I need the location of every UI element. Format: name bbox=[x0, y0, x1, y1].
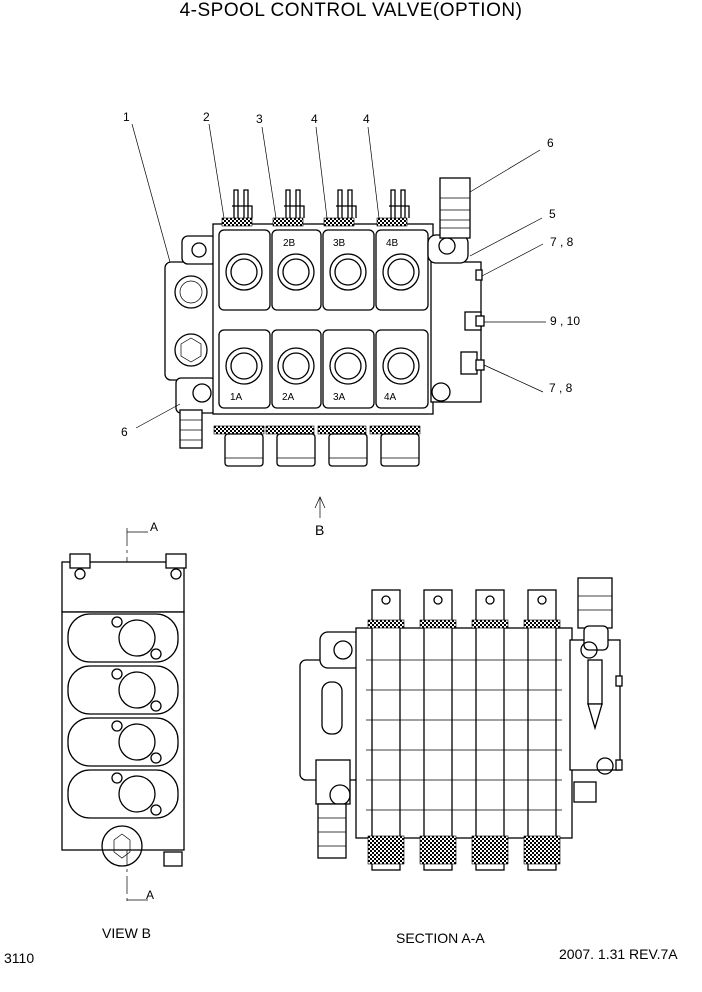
callout-9-10: 9 , 10 bbox=[550, 314, 581, 328]
callout-7-8-top: 7 , 8 bbox=[550, 235, 574, 249]
view-b-caption: VIEW B bbox=[102, 925, 152, 941]
view-b-drawing bbox=[61, 528, 187, 905]
callout-6-top: 6 bbox=[547, 136, 554, 150]
callout-2: 2 bbox=[203, 110, 210, 124]
port-label-1a: 1A bbox=[230, 392, 243, 403]
section-spools bbox=[367, 589, 561, 871]
spool-section-1 bbox=[218, 229, 271, 409]
port-label-4a: 4A bbox=[384, 392, 397, 403]
spool-section-3 bbox=[322, 229, 375, 409]
spool-section-2 bbox=[271, 229, 322, 409]
drawing-title: 4-SPOOL CONTROL VALVE(OPTION) bbox=[179, 0, 523, 21]
callout-4-left: 4 bbox=[311, 112, 318, 126]
port-label-3a: 3A bbox=[333, 392, 346, 403]
page-code: 3110 bbox=[4, 950, 35, 966]
port-label-3b: 3B bbox=[333, 238, 346, 249]
section-mark-top: A bbox=[150, 520, 159, 534]
leader-lines bbox=[131, 123, 546, 429]
callout-4-right: 4 bbox=[363, 112, 370, 126]
section-mark-bottom: A bbox=[146, 888, 155, 902]
revision-date: 2007. 1.31 REV.7A bbox=[559, 946, 678, 962]
callout-3: 3 bbox=[256, 112, 263, 126]
port-label-2a: 2A bbox=[282, 392, 295, 403]
spool-section-4 bbox=[375, 229, 429, 409]
view-b-arrow bbox=[314, 496, 326, 518]
callout-7-8-bottom: 7 , 8 bbox=[549, 381, 573, 395]
callout-6-bottom: 6 bbox=[121, 425, 128, 439]
port-label-2b: 2B bbox=[283, 238, 296, 249]
port-label-4b: 4B bbox=[386, 238, 399, 249]
callout-5: 5 bbox=[549, 207, 556, 221]
section-a-a-caption: SECTION A-A bbox=[396, 930, 485, 946]
section-a-a-drawing bbox=[299, 577, 623, 871]
valve-front-view bbox=[164, 177, 485, 467]
callout-1: 1 bbox=[123, 110, 130, 124]
view-arrow-label: B bbox=[315, 522, 325, 538]
